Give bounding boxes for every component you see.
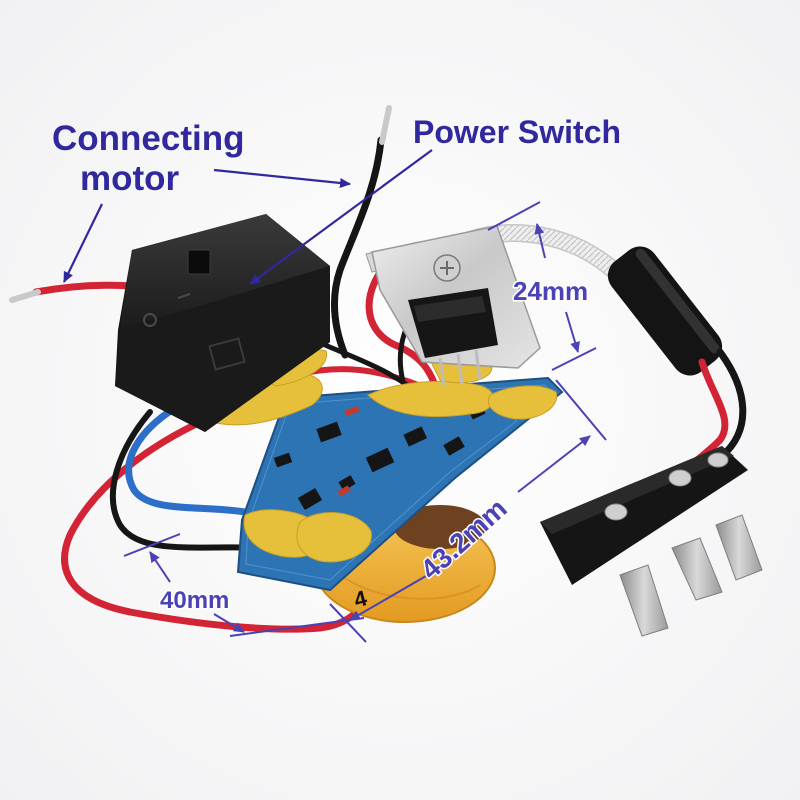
power-transistor xyxy=(408,288,498,387)
dim-40-arrow-left xyxy=(149,551,171,583)
arrow-to-black-wire xyxy=(213,168,351,188)
switch-on-mark xyxy=(177,293,191,299)
switch-window xyxy=(208,337,246,371)
callout-arrows xyxy=(63,149,433,285)
glue-blob xyxy=(296,511,372,563)
dimension-lines xyxy=(123,201,607,643)
dim-43-extension-right xyxy=(555,379,607,441)
switch-off-mark xyxy=(143,313,157,327)
dim-40-extension-right xyxy=(229,617,365,637)
solder-joint xyxy=(604,503,628,521)
red-wire-heatsink xyxy=(365,254,440,392)
ferrite-bead xyxy=(607,246,723,376)
switch-front-face xyxy=(115,266,330,432)
dim-40-arrow-right xyxy=(213,613,245,633)
black-motor-wire xyxy=(331,105,392,359)
dim-40-extension-left xyxy=(123,533,181,557)
wire-tip-silver xyxy=(9,289,41,303)
switch-top-face xyxy=(120,214,330,328)
plug-prong xyxy=(619,564,669,637)
dim-43-extension-left xyxy=(329,603,367,643)
pcb-resistors xyxy=(337,405,360,497)
glue-blob xyxy=(488,385,558,420)
plug-prong xyxy=(671,537,723,601)
solder-joint xyxy=(707,452,729,468)
switch-toggle-button xyxy=(187,249,211,275)
dim-24-extension-bottom xyxy=(551,347,597,371)
dim-24-extension-top xyxy=(487,201,541,231)
arrow-to-red-wire xyxy=(63,203,103,283)
dim-24-arrow-down xyxy=(565,311,580,353)
label-connecting: Connecting xyxy=(52,119,244,158)
plug-connector xyxy=(540,446,763,637)
power-switch-box xyxy=(115,214,330,432)
dim-43-arrow-left xyxy=(349,575,427,621)
dimension-24mm: 24mm xyxy=(513,276,588,306)
solder-joint xyxy=(668,469,692,487)
wire-tip-silver xyxy=(379,105,392,145)
dim-43-arrow-right xyxy=(517,435,591,493)
plug-prong xyxy=(715,514,763,581)
dimension-40mm: 40mm xyxy=(160,587,229,614)
black-plug-wire xyxy=(716,348,747,460)
dim-24-arrow-up xyxy=(534,223,546,259)
label-power-switch: Power Switch xyxy=(413,114,621,150)
arrow-to-power-switch xyxy=(249,149,433,285)
label-motor: motor xyxy=(80,159,180,198)
